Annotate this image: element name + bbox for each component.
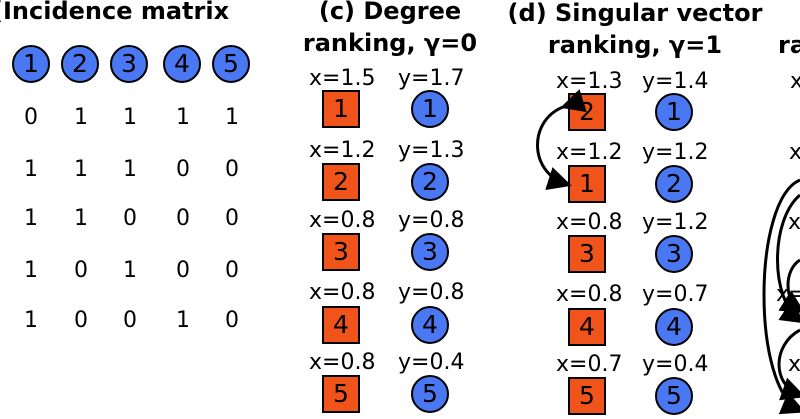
- circle-node: 3: [655, 235, 693, 273]
- panel-e-title-fragment: ra: [778, 31, 800, 59]
- matrix-cell: 1: [74, 157, 88, 182]
- matrix-cell: 0: [176, 258, 190, 283]
- circle-node: 5: [655, 377, 693, 415]
- matrix-cell: 1: [74, 206, 88, 231]
- x-score-label: x=0.8: [556, 282, 623, 307]
- incidence-node-5: 5: [212, 45, 250, 83]
- incidence-matrix-title-text: Incidence matrix: [2, 0, 230, 25]
- circle-node: 2: [411, 163, 449, 201]
- panel-e-x-fragment: x: [790, 69, 800, 94]
- matrix-cell: 1: [24, 206, 38, 231]
- matrix-cell: 0: [123, 308, 137, 333]
- square-node: 5: [322, 375, 360, 413]
- matrix-cell: 1: [176, 308, 190, 333]
- panel-e-arrow: [777, 328, 800, 401]
- matrix-cell: 1: [123, 105, 137, 130]
- y-score-label: y=0.4: [398, 350, 465, 375]
- circle-node: 2: [655, 165, 693, 203]
- panel-e-x-fragment: x: [789, 140, 800, 165]
- matrix-cell: 1: [24, 258, 38, 283]
- y-score-label: y=0.8: [398, 208, 465, 233]
- x-score-label: x=0.7: [556, 352, 623, 377]
- panel-e-x-fragment: x: [788, 352, 800, 377]
- incidence-node-4: 4: [163, 45, 201, 83]
- x-score-label: x=1.2: [309, 138, 376, 163]
- circle-node: 1: [655, 93, 693, 131]
- x-score-label: x=0.8: [556, 210, 623, 235]
- matrix-cell: 1: [24, 157, 38, 182]
- matrix-cell: 0: [176, 157, 190, 182]
- circle-node: 1: [411, 90, 449, 128]
- square-node: 1: [322, 90, 360, 128]
- incidence-node-3: 3: [110, 45, 148, 83]
- matrix-cell: 0: [225, 157, 239, 182]
- panel-e-arrow: [778, 258, 800, 314]
- y-score-label: y=0.4: [642, 352, 709, 377]
- matrix-cell: 0: [74, 308, 88, 333]
- circle-node: 4: [655, 308, 693, 346]
- y-score-label: y=1.2: [642, 140, 709, 165]
- matrix-cell: 1: [123, 258, 137, 283]
- degree-ranking-title-2: ranking, γ=0: [302, 29, 478, 57]
- incidence-node-1: 1: [12, 45, 50, 83]
- matrix-cell: 1: [74, 105, 88, 130]
- square-node: 2: [322, 163, 360, 201]
- x-score-label: x=0.8: [309, 350, 376, 375]
- title-fragment-cropped: (: [0, 0, 3, 25]
- square-node: 3: [568, 235, 606, 273]
- square-node: 4: [322, 306, 360, 344]
- x-score-label: x=0.8: [309, 208, 376, 233]
- y-score-label: y=0.8: [398, 280, 465, 305]
- y-score-label: y=1.7: [398, 66, 465, 91]
- y-score-label: y=1.2: [642, 210, 709, 235]
- matrix-cell: 1: [225, 105, 239, 130]
- singular-vector-title-2: ranking, γ=1: [547, 31, 723, 59]
- matrix-cell: 1: [24, 308, 38, 333]
- y-score-label: y=0.7: [642, 282, 709, 307]
- x-score-label: x=1.5: [309, 66, 376, 91]
- circle-node: 3: [411, 233, 449, 271]
- y-score-label: y=1.4: [642, 69, 709, 94]
- singular-vector-title-1: (d) Singular vector: [507, 0, 763, 27]
- square-node: 5: [568, 377, 606, 415]
- matrix-cell: 0: [123, 206, 137, 231]
- matrix-cell: 0: [24, 105, 38, 130]
- matrix-cell: 1: [123, 157, 137, 182]
- x-score-label: x=0.8: [309, 280, 376, 305]
- y-score-label: y=1.3: [398, 138, 465, 163]
- degree-ranking-title-1: (c) Degree: [318, 0, 462, 25]
- circle-node: 5: [411, 375, 449, 413]
- matrix-cell: 0: [176, 206, 190, 231]
- incidence-node-2: 2: [61, 45, 99, 83]
- panel-e-x-fragment: x: [788, 210, 800, 235]
- square-node: 3: [322, 233, 360, 271]
- square-node: 4: [568, 308, 606, 346]
- matrix-cell: 1: [176, 105, 190, 130]
- circle-node: 4: [411, 306, 449, 344]
- swap-arrow: [536, 89, 587, 190]
- matrix-cell: 0: [225, 308, 239, 333]
- matrix-cell: 0: [74, 258, 88, 283]
- panel-e-arrow: [776, 193, 800, 324]
- matrix-cell: 0: [225, 206, 239, 231]
- incidence-matrix-title: (Incidence matrix: [0, 0, 229, 26]
- matrix-cell: 0: [225, 258, 239, 283]
